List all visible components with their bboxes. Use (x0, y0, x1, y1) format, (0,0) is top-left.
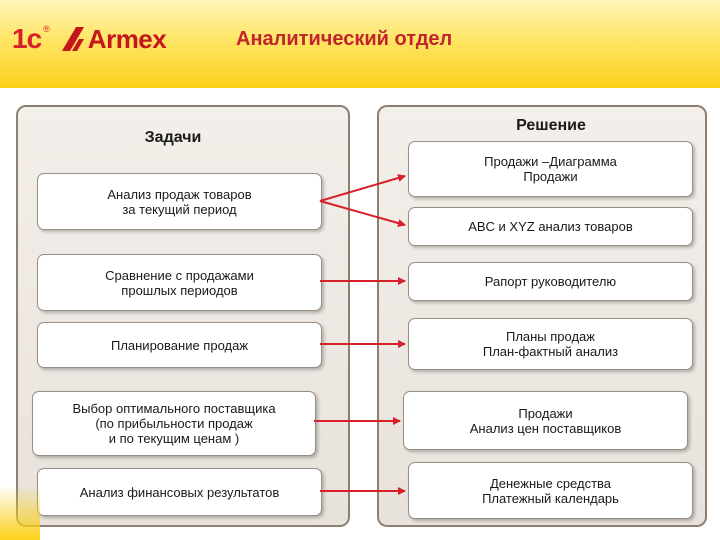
registered-mark: ® (43, 24, 50, 34)
logo-1c: 1с (12, 23, 42, 54)
solution-box-sales-diagram: Продажи –Диаграмма Продажи (408, 141, 693, 197)
company-logos: 1с ® Armex (12, 22, 167, 56)
tasks-panel: Задачи (16, 105, 350, 527)
logo-armex: Armex (61, 23, 167, 55)
tasks-title: Задачи (144, 129, 202, 146)
page-title: Аналитический отдел (236, 28, 453, 50)
footer-decoration (0, 485, 40, 540)
solution-box-manager-report: Рапорт руководителю (408, 262, 693, 301)
task-box-financial-results: Анализ финансовых результатов (37, 468, 322, 516)
solutions-title: Решение (516, 117, 586, 134)
solution-box-sales-plans: Планы продаж План-фактный анализ (408, 318, 693, 370)
task-box-supplier-choice: Выбор оптимального поставщика (по прибыл… (32, 391, 316, 456)
task-box-sales-planning: Планирование продаж (37, 322, 322, 368)
header-banner: 1с ® Armex Аналитический отдел (0, 0, 720, 88)
task-box-sales-analysis: Анализ продаж товаров за текущий период (37, 173, 322, 230)
task-box-compare-periods: Сравнение с продажами прошлых периодов (37, 254, 322, 311)
armex-logo-icon (61, 27, 84, 51)
solution-box-supplier-prices: Продажи Анализ цен поставщиков (403, 391, 688, 450)
logo-armex-text: Armex (87, 23, 167, 54)
solution-box-abc-xyz: ABC и XYZ анализ товаров (408, 207, 693, 246)
solution-box-cash-calendar: Денежные средства Платежный календарь (408, 462, 693, 519)
